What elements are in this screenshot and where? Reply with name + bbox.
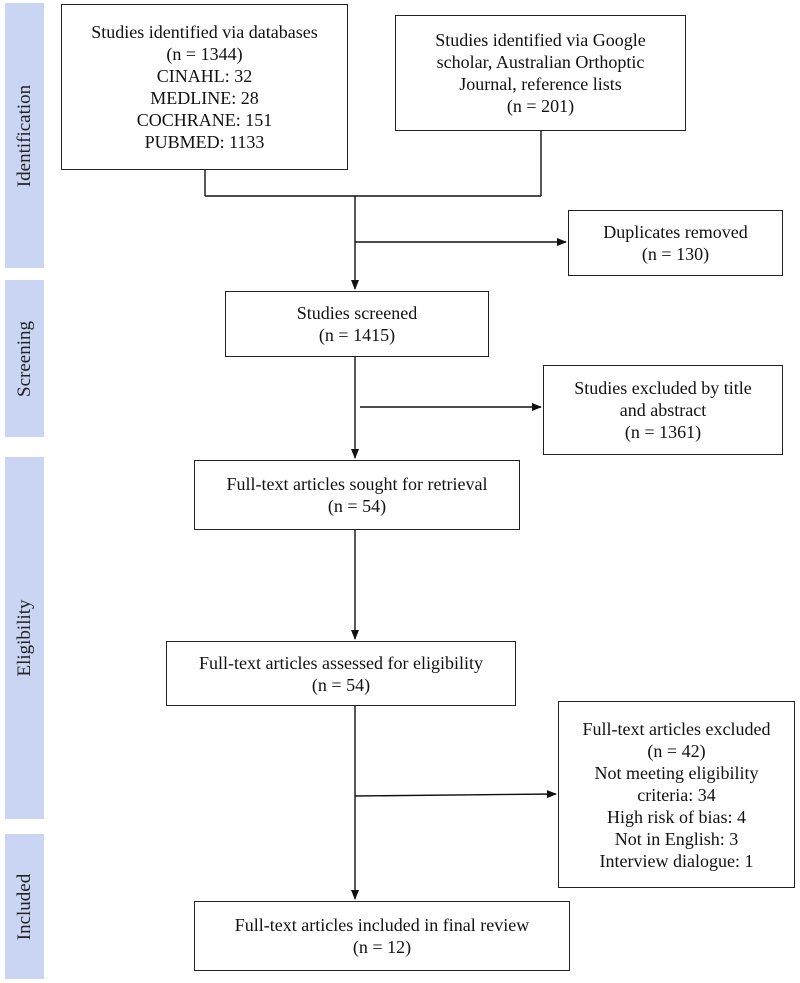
box-databases-line-1: Studies identified via databases	[91, 22, 318, 42]
box-other-sources-line-4: (n = 201)	[506, 96, 575, 116]
box-databases-line-5: COCHRANE: 151	[136, 110, 273, 130]
box-databases: Studies identified via databases (n = 13…	[61, 4, 348, 170]
box-excluded-fulltext-line-4: criteria: 34	[637, 784, 716, 805]
arrow-to-excluded-fulltext	[354, 790, 557, 799]
box-excluded-title-line-1: Studies excluded by title	[574, 378, 752, 398]
box-databases-line-4: MEDLINE: 28	[150, 88, 259, 108]
box-excluded-fulltext-line-1: Full-text articles excluded	[582, 718, 771, 739]
box-included: Full-text articles included in final rev…	[194, 901, 570, 971]
phase-band-identification: Identification	[5, 3, 44, 268]
phase-band-included: Included	[5, 834, 44, 979]
box-databases-line-2: (n = 1344)	[166, 44, 243, 64]
box-databases-line-3: CINAHL: 32	[156, 66, 253, 86]
phase-band-eligibility: Eligibility	[5, 457, 44, 819]
box-included-line-1: Full-text articles included in final rev…	[234, 915, 530, 935]
box-sought-line-2: (n = 54)	[327, 496, 387, 516]
box-excluded-fulltext-line-7: Interview dialogue: 1	[599, 850, 754, 871]
box-other-sources-line-2: scholar, Australian Orthoptic	[436, 52, 645, 72]
box-duplicates: Duplicates removed (n = 130)	[568, 210, 783, 276]
box-databases-line-6: PUBMED: 1133	[144, 132, 265, 152]
box-included-line-2: (n = 12)	[352, 937, 412, 957]
box-excluded-title-line-3: (n = 1361)	[624, 422, 702, 442]
box-sought: Full-text articles sought for retrieval …	[194, 460, 520, 530]
box-excluded-fulltext-line-6: Not in English: 3	[614, 828, 739, 849]
box-excluded-fulltext-line-3: Not meeting eligibility	[594, 762, 759, 783]
box-screened: Studies screened (n = 1415)	[225, 291, 489, 357]
box-screened-line-2: (n = 1415)	[318, 325, 396, 345]
box-excluded-fulltext: Full-text articles excluded (n = 42) Not…	[558, 701, 795, 888]
box-other-sources-line-1: Studies identified via Google	[435, 30, 646, 50]
box-other-sources: Studies identified via Google scholar, A…	[395, 15, 686, 131]
box-assessed-line-2: (n = 54)	[311, 674, 371, 695]
box-screened-line-1: Studies screened	[296, 303, 418, 323]
box-assessed: Full-text articles assessed for eligibil…	[166, 641, 516, 706]
box-sought-line-1: Full-text articles sought for retrieval	[226, 474, 488, 494]
box-excluded-fulltext-line-2: (n = 42)	[647, 740, 706, 761]
box-excluded-title-line-2: and abstract	[619, 400, 707, 420]
box-excluded-title: Studies excluded by title and abstract (…	[543, 365, 783, 455]
box-excluded-fulltext-line-5: High risk of bias: 4	[607, 806, 746, 827]
box-duplicates-line-1: Duplicates removed	[603, 222, 748, 242]
box-duplicates-line-2: (n = 130)	[641, 244, 710, 264]
phase-band-screening: Screening	[5, 280, 44, 437]
box-assessed-line-1: Full-text articles assessed for eligibil…	[199, 652, 483, 673]
box-other-sources-line-3: Journal, reference lists	[459, 74, 622, 94]
